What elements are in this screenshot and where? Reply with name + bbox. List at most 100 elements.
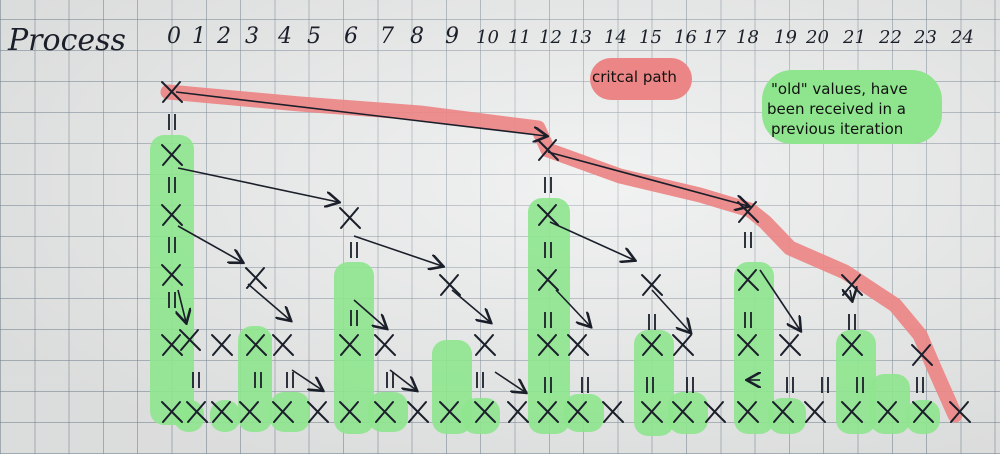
process-mark (641, 274, 663, 296)
process-number: 18 (736, 27, 759, 48)
legend-old-line-2: been received in a (767, 100, 906, 118)
process-number: 1 (192, 24, 206, 49)
old-value-highlight (432, 340, 472, 434)
process-mark (804, 401, 826, 423)
old-value-highlight (150, 135, 194, 425)
process-mark (339, 334, 361, 356)
legend-old-swatch (762, 70, 942, 144)
process-mark (161, 334, 183, 356)
old-value-highlight (368, 392, 408, 432)
process-mark (245, 267, 267, 289)
process-mark (772, 401, 794, 423)
process-mark (911, 344, 933, 366)
message-arrow (759, 269, 800, 330)
process-mark (272, 401, 294, 423)
process-mark (474, 334, 496, 356)
message-arrow (389, 369, 416, 390)
process-mark (704, 401, 726, 423)
process-mark (537, 204, 559, 226)
process-mark (186, 401, 208, 423)
process-mark (407, 401, 429, 423)
process-number: 17 (703, 27, 726, 48)
process-mark (211, 401, 233, 423)
process-number: 3 (245, 24, 259, 49)
process-mark (737, 334, 759, 356)
process-mark (439, 274, 461, 296)
process-mark (912, 401, 934, 423)
process-number: 15 (639, 27, 662, 48)
process-mark (737, 401, 759, 423)
process-number: 14 (604, 27, 627, 48)
process-mark (672, 334, 694, 356)
message-arrow (555, 289, 590, 326)
old-value-highlight (270, 392, 310, 432)
process-mark (841, 334, 863, 356)
process-number: 11 (508, 27, 531, 48)
old-value-highlight (870, 374, 910, 434)
process-mark (537, 139, 559, 161)
message-arrow (549, 221, 634, 260)
process-mark (161, 401, 183, 423)
process-number: 21 (842, 27, 866, 48)
process-number: 6 (344, 24, 358, 49)
old-value-highlight (564, 394, 604, 432)
process-mark (211, 334, 233, 356)
process-mark (179, 329, 201, 351)
process-mark (439, 401, 461, 423)
process-mark (161, 81, 183, 103)
process-mark (641, 334, 663, 356)
process-mark (841, 274, 863, 296)
process-mark (737, 201, 759, 223)
process-mark (877, 401, 899, 423)
process-mark (737, 269, 759, 291)
process-mark (567, 334, 589, 356)
process-mark (949, 401, 971, 423)
legend-old-values: "old" values, have been received in a pr… (762, 70, 942, 144)
process-mark (374, 401, 396, 423)
process-mark (537, 334, 559, 356)
process-number: 10 (476, 27, 499, 48)
process-number: 20 (805, 27, 829, 48)
message-arrow (177, 225, 242, 262)
legend-old-line-3: previous iteration (771, 120, 903, 138)
old-value-highlight (906, 400, 940, 434)
message-arrow (353, 235, 442, 266)
process-mark (841, 401, 863, 423)
legend-critical: critcal path (590, 58, 692, 100)
process-mark (641, 401, 663, 423)
old-value-highlight (634, 330, 674, 436)
process-number: 23 (913, 27, 937, 48)
wait-marks (168, 114, 924, 393)
process-mark (161, 144, 183, 166)
old-value-highlight (734, 262, 774, 434)
message-arrow (494, 371, 525, 392)
message-arrows (175, 91, 852, 392)
process-number: 5 (307, 24, 321, 49)
legend-critical-swatch (590, 58, 692, 100)
message-arrow (247, 283, 290, 320)
process-number: 2 (216, 24, 231, 49)
process-mark (339, 207, 361, 229)
process-mark (602, 401, 624, 423)
process-mark (537, 269, 559, 291)
message-arrow (451, 289, 490, 322)
old-value-highlight (174, 400, 204, 432)
process-mark (374, 334, 396, 356)
process-number: 12 (539, 27, 562, 48)
process-mark (567, 401, 589, 423)
process-number: 16 (674, 27, 697, 48)
process-mark (672, 401, 694, 423)
message-arrow (651, 289, 690, 332)
process-number: 24 (950, 27, 974, 48)
message-arrow (177, 167, 338, 202)
process-mark (161, 204, 183, 226)
process-number: 0 (167, 24, 181, 49)
process-mark (474, 401, 496, 423)
process-number: 8 (410, 24, 424, 49)
message-arrow (353, 299, 386, 328)
old-value-highlight (836, 330, 876, 434)
process-mark (507, 401, 529, 423)
message-arrow (175, 91, 546, 136)
